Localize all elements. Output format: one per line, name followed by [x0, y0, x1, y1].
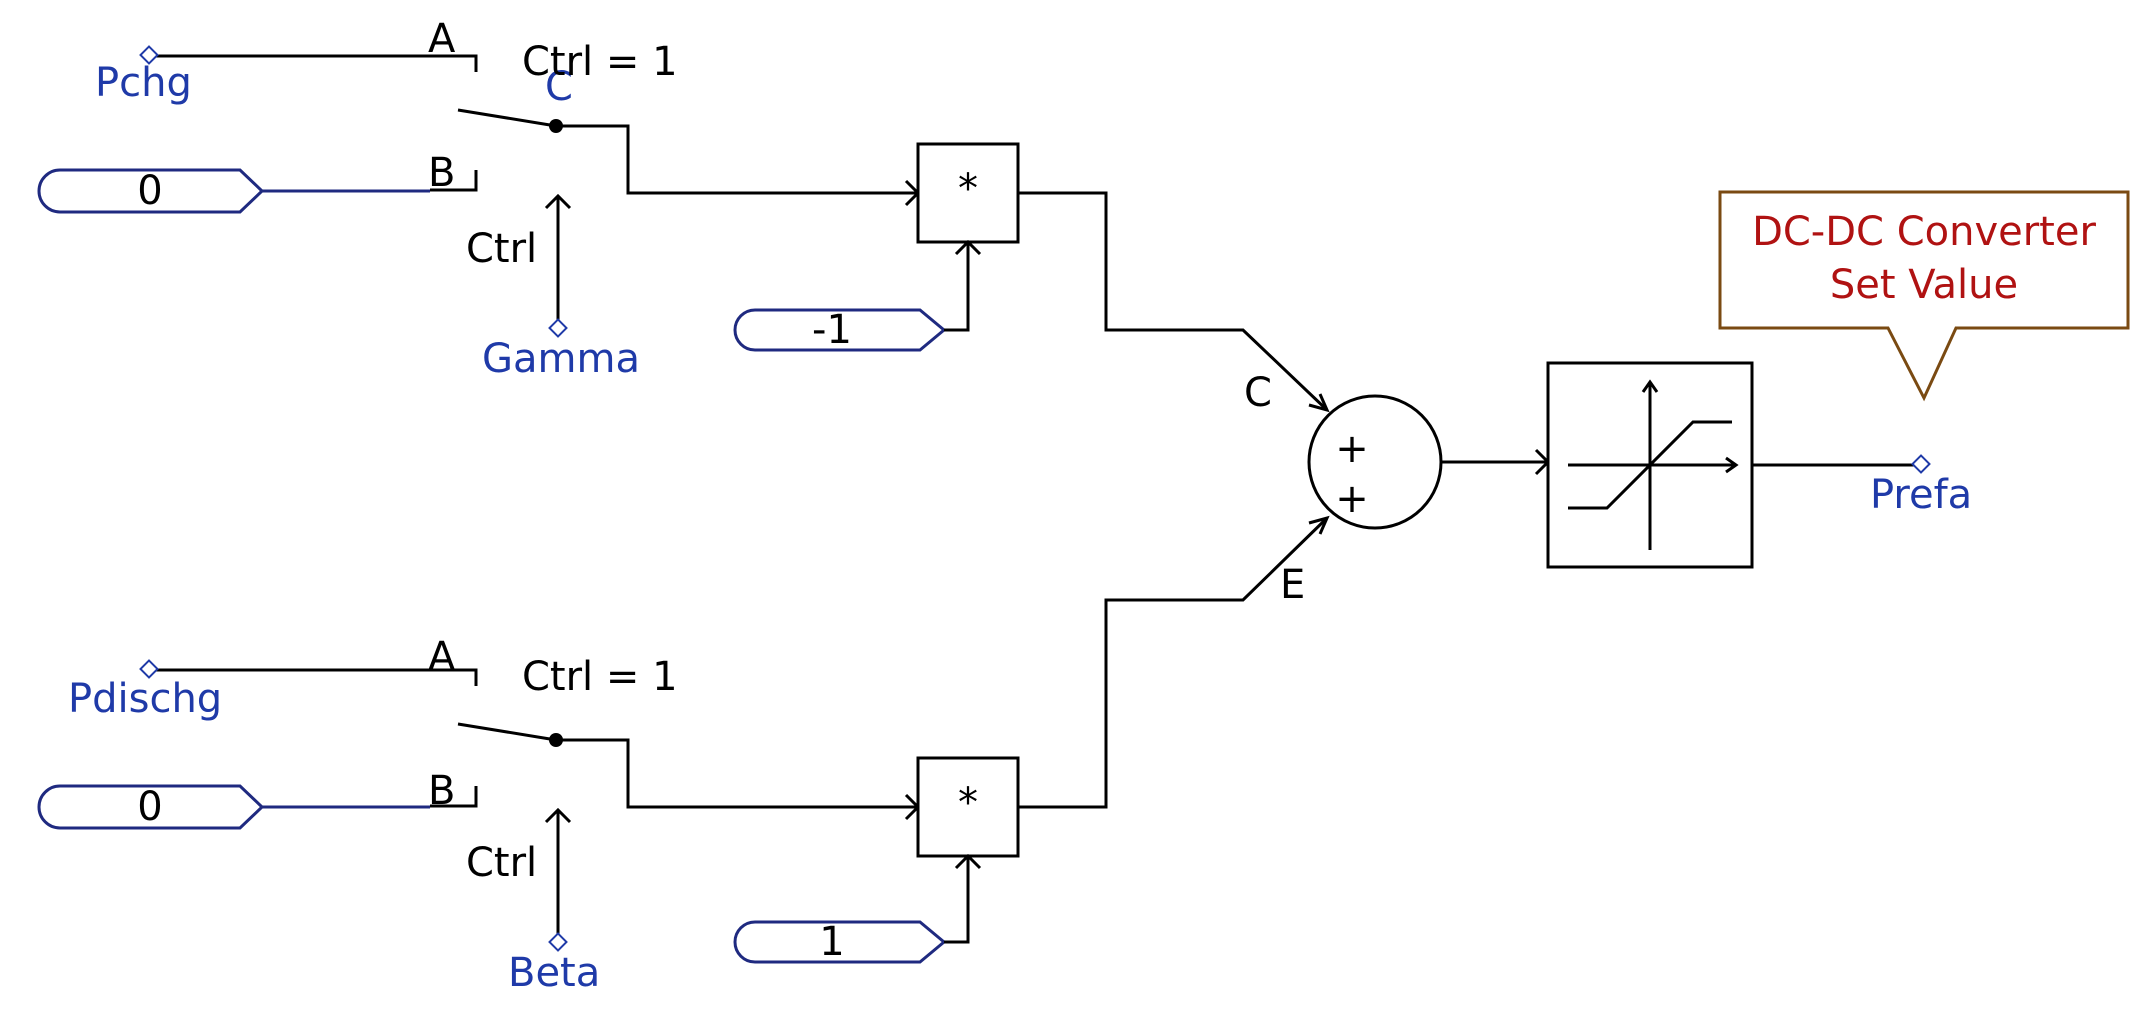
- top-port-a-label: A: [428, 16, 456, 62]
- bottom-port-a-label: A: [428, 634, 456, 680]
- top-ctrl-label: Ctrl: [466, 226, 537, 272]
- top-const-0-box[interactable]: [37, 168, 265, 214]
- bottom-const-1-box[interactable]: [733, 920, 947, 964]
- callout-note[interactable]: DC-DC Converter Set Value: [1718, 190, 2130, 402]
- pchg-label: Pchg: [95, 60, 192, 106]
- arrow-top-mult-in2: [954, 239, 982, 256]
- beta-label: Beta: [508, 950, 600, 996]
- arrow-bottom-ctrl: [544, 807, 572, 824]
- pchg-port-marker[interactable]: [139, 45, 159, 65]
- limiter-y-arrow: [1641, 379, 1659, 393]
- summer-in-c-label: C: [1244, 370, 1272, 416]
- bottom-multiplier-block[interactable]: * 1: [733, 515, 1330, 965]
- wire-bottom-switch-out: [556, 738, 918, 809]
- wire-top-switch-out: [556, 124, 918, 195]
- summer-in-e-label: E: [1280, 562, 1305, 608]
- top-port-b-label: B: [428, 150, 455, 196]
- beta-port-marker[interactable]: [548, 932, 568, 952]
- top-switch-blade: [457, 108, 557, 128]
- limiter-block[interactable]: [1546, 361, 1754, 569]
- bottom-ctrl-label: Ctrl: [466, 840, 537, 886]
- bottom-ctrl-value: Ctrl = 1: [522, 654, 678, 700]
- arrow-bottom-mult-in2: [954, 853, 982, 870]
- top-const-neg1-box[interactable]: [733, 308, 947, 352]
- pdischg-label: Pdischg: [68, 676, 222, 722]
- callout-line-2: Set Value: [1830, 262, 2018, 308]
- arrow-sum-in-e: [1308, 515, 1330, 535]
- top-switch-block: Pchg A B C Ctrl = 1 0 Ctrl Gamma: [37, 16, 921, 382]
- prefa-label: Prefa: [1870, 472, 1972, 518]
- top-multiplier-block[interactable]: * -1: [733, 142, 1330, 413]
- top-b-terminal: [430, 170, 478, 192]
- wire-neg1-to-mult: [944, 242, 970, 332]
- summer-sign-1: +: [1335, 426, 1369, 472]
- wire-pchg-to-a: [150, 54, 478, 72]
- wire-bottom-mult-out: [1018, 516, 1329, 809]
- bottom-const-0-value: 0: [137, 784, 162, 830]
- top-const-neg1-value: -1: [812, 307, 852, 353]
- arrow-sum-in-c: [1308, 393, 1330, 413]
- callout-box: [1718, 190, 2130, 402]
- wire-1-to-mult: [944, 856, 970, 944]
- gamma-label: Gamma: [482, 336, 640, 382]
- summer-sign-2: +: [1335, 476, 1369, 522]
- summer-circle: [1307, 394, 1443, 530]
- summing-junction[interactable]: + + C E: [1244, 370, 1443, 608]
- bottom-multiplier-symbol: *: [958, 780, 978, 826]
- top-ctrl-value: Ctrl = 1: [522, 39, 678, 85]
- arrow-top-ctrl: [544, 193, 572, 210]
- bottom-const-1-value: 1: [819, 919, 844, 965]
- callout-line-1: DC-DC Converter: [1752, 209, 2096, 255]
- gamma-port-marker[interactable]: [548, 318, 568, 338]
- wire-pdischg-to-a: [150, 668, 478, 686]
- bottom-const-0-box[interactable]: [37, 784, 265, 830]
- limiter-curve: [1568, 420, 1732, 510]
- bottom-b-terminal: [430, 786, 478, 808]
- wire-top-mult-out: [1018, 191, 1329, 412]
- limiter-x-arrow: [1725, 456, 1739, 474]
- top-multiplier-symbol: *: [958, 166, 978, 212]
- bottom-switch-blade: [457, 722, 557, 742]
- top-const-0-value: 0: [137, 168, 162, 214]
- pdischg-port-marker[interactable]: [139, 659, 159, 679]
- bottom-switch-block: Pdischg A B Ctrl = 1 0 Ctrl Beta: [37, 634, 921, 996]
- prefa-port-marker[interactable]: [1911, 454, 1931, 474]
- top-port-c-label: C: [545, 64, 573, 110]
